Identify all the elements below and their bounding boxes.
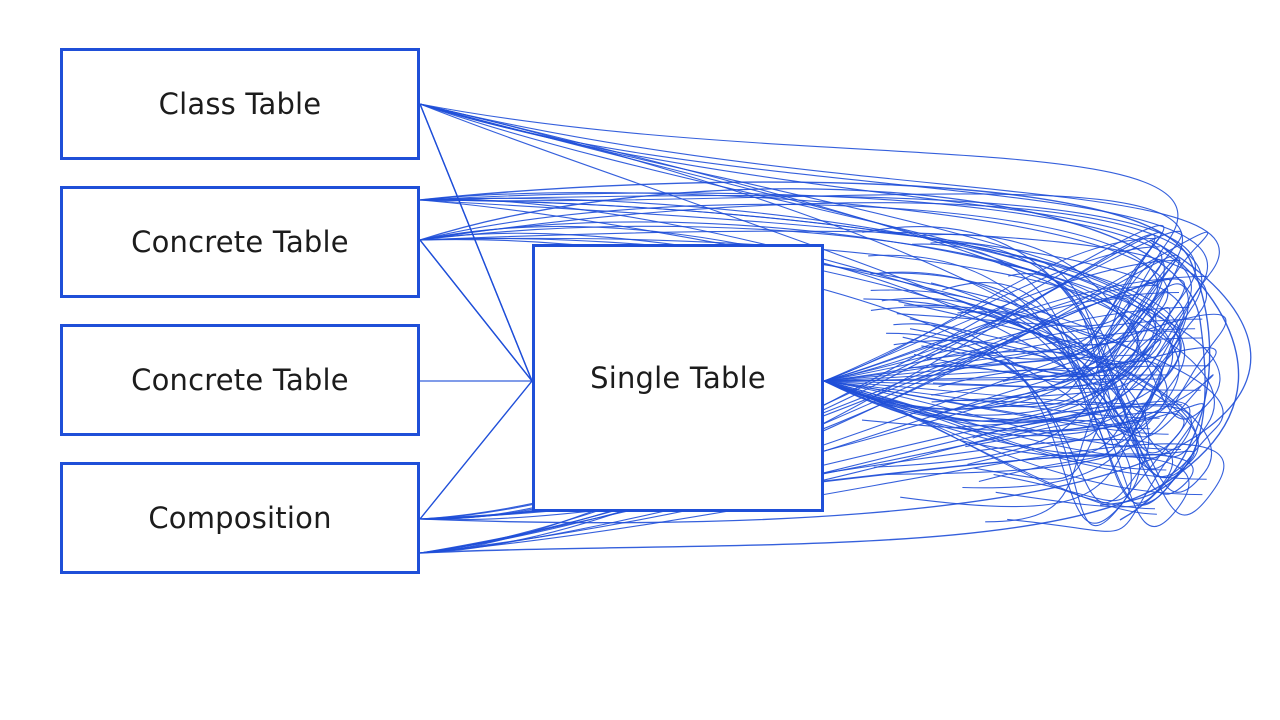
fan-line-15 xyxy=(823,380,1201,391)
outer-arc-bottom-2 xyxy=(419,239,1252,524)
tangle-curve-38 xyxy=(419,199,1224,508)
fan-line-12 xyxy=(823,365,1210,382)
concrete-table-label-2: Concrete Table xyxy=(131,363,349,397)
tangle-curve-20 xyxy=(419,199,1181,457)
fan-line-7 xyxy=(823,306,1190,382)
class-table-box: Class Table xyxy=(60,48,420,160)
tangle-curve-50 xyxy=(419,193,1184,346)
fan-line-26 xyxy=(823,380,1157,515)
fan-line-16 xyxy=(823,380,1183,406)
fan-line-6 xyxy=(823,292,1180,382)
fan-line-22 xyxy=(823,380,1167,471)
fan-line-14 xyxy=(823,378,1163,382)
single-table-box: Single Table xyxy=(532,244,824,512)
fan-line-23 xyxy=(823,380,1207,480)
tangle-curve-60 xyxy=(823,257,1180,410)
concrete-table-box-2: Concrete Table xyxy=(60,324,420,436)
outer-arc-top xyxy=(419,181,1211,521)
fan-line-8 xyxy=(823,318,1203,382)
fan-line-17 xyxy=(823,380,1160,419)
tangle-curve-21 xyxy=(419,225,1139,523)
fan-line-20 xyxy=(823,380,1181,450)
tangle-curve-55 xyxy=(419,103,1163,383)
fan-line-19 xyxy=(823,380,1169,435)
fan-line-2 xyxy=(823,246,1160,382)
tangle-curve-32 xyxy=(419,199,1185,406)
single-table-label: Single Table xyxy=(590,361,766,395)
connector-line-extra-3 xyxy=(419,380,533,520)
tangle-curve-48 xyxy=(823,283,1189,423)
composition-label: Composition xyxy=(148,501,332,535)
tangle-curve-39 xyxy=(419,221,1221,420)
concrete-table-label-1: Concrete Table xyxy=(131,225,349,259)
fan-line-5 xyxy=(823,284,1159,382)
fan-line-3 xyxy=(823,259,1181,382)
tangle-curve-24 xyxy=(823,330,1182,428)
connector-line-extra-2 xyxy=(419,239,533,382)
fan-line-9 xyxy=(823,328,1196,382)
outer-arc-bottom xyxy=(419,244,1240,554)
fan-line-11 xyxy=(823,354,1151,382)
connector-line-extra-1 xyxy=(419,103,533,382)
class-table-label: Class Table xyxy=(158,87,322,121)
fan-line-10 xyxy=(823,337,1203,382)
tangle-curve-9 xyxy=(419,230,1207,489)
composition-box: Composition xyxy=(60,462,420,574)
concrete-table-box-1: Concrete Table xyxy=(60,186,420,298)
